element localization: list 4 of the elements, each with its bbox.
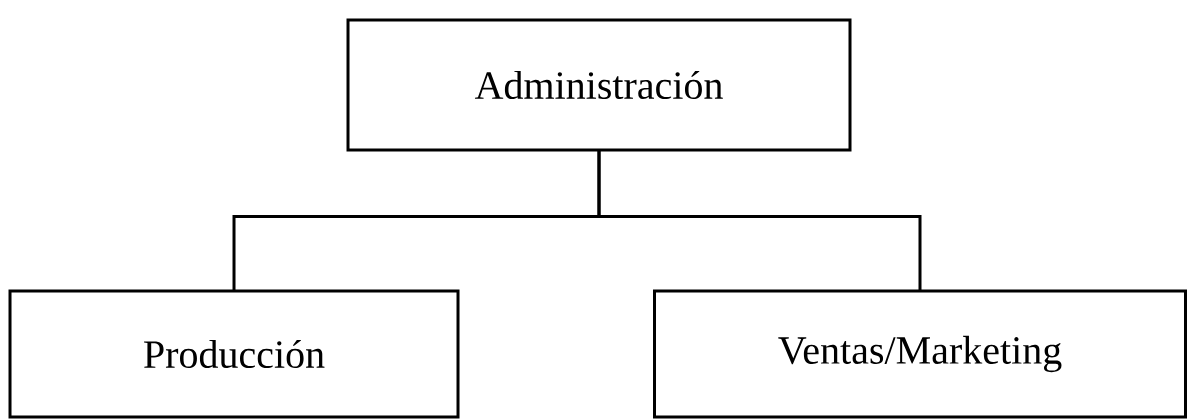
- org-box: Administración: [346, 18, 852, 152]
- connector-line: [597, 150, 922, 291]
- org-box: Ventas/Marketing: [653, 289, 1187, 419]
- org-box: Producción: [8, 289, 460, 419]
